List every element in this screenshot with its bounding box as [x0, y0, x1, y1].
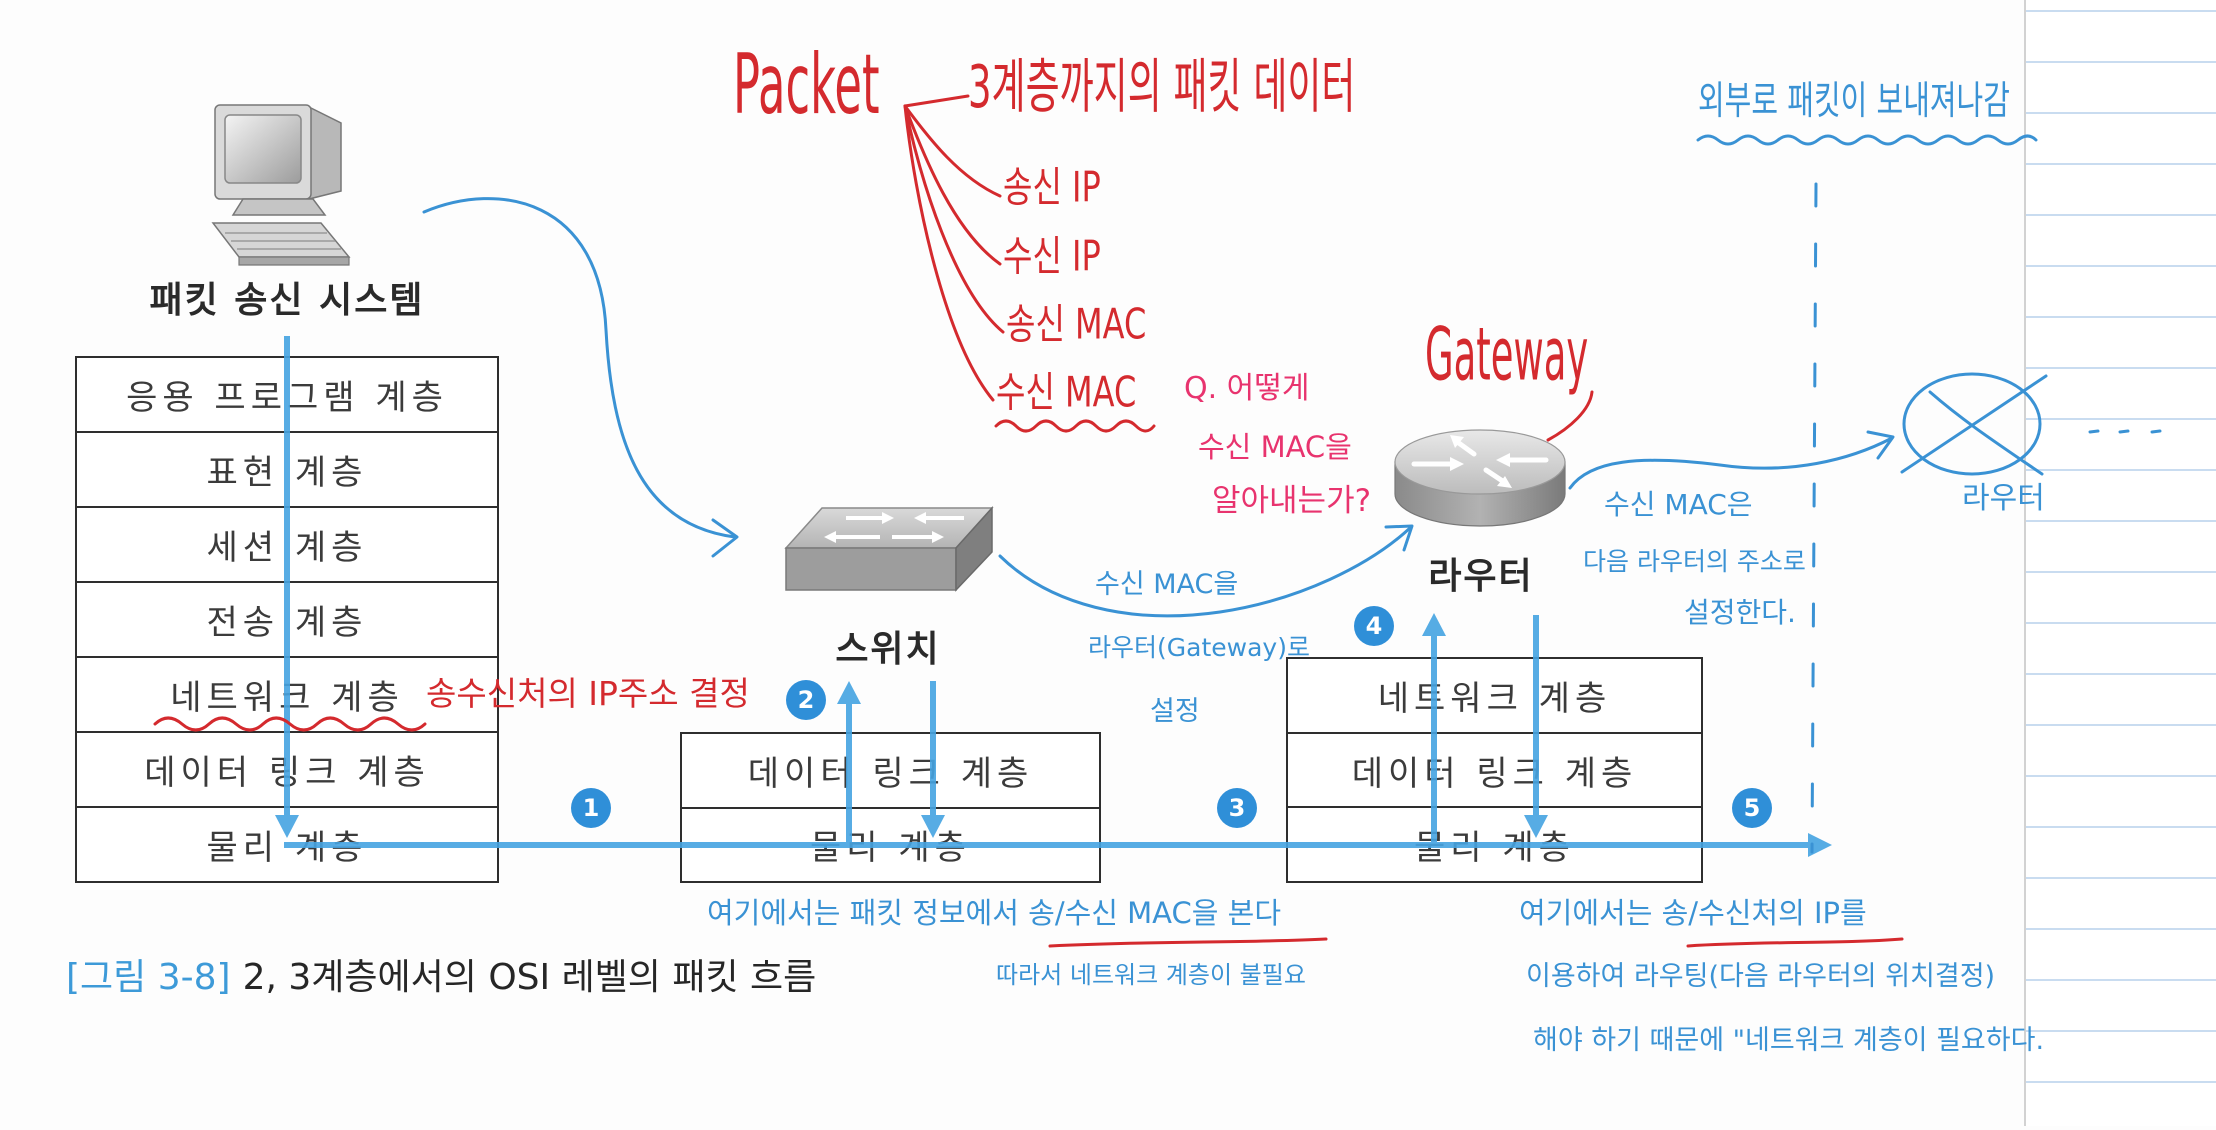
router-to-next-arrowhead: [1866, 430, 1895, 460]
sender-layer-stack: 응용 프로그램 계층 표현 계층 세션 계층 전송 계층 네트워크 계층 데이터…: [75, 356, 499, 883]
switch-to-router-note-line: 설정: [1150, 696, 1200, 727]
packet-field-dest-ip: 수신 IP: [1003, 231, 1101, 281]
notebook-ruled-lines: [2026, 10, 2216, 1083]
switch-up-arrowhead: [837, 681, 861, 704]
layer-physical: 물리 계층: [206, 828, 368, 868]
question-note-line: 수신 MAC을: [1198, 430, 1352, 464]
packet-field-connector: [903, 104, 1002, 266]
gateway-note: Gateway: [1425, 313, 1589, 398]
layer-network: 네트워크 계층: [1288, 659, 1701, 734]
layer-data-link: 데이터 링크 계층: [1288, 734, 1701, 809]
packet-note-description: 3계층까지의 패킷 데이터: [968, 52, 1356, 122]
layer-session: 세션 계층: [77, 508, 497, 583]
switch-note-line: 따라서 네트워크 계층이 불필요: [996, 961, 1306, 989]
computer-icon: [211, 104, 351, 266]
router-layer-stack: 네트워크 계층 데이터 링크 계층 물리 계층: [1286, 657, 1703, 883]
outbound-note: 외부로 패킷이 보내져나감: [1698, 77, 2010, 124]
layer-physical: 물리 계층: [810, 828, 971, 869]
next-router-circle: [1902, 372, 2042, 476]
step-badge-2: 2: [786, 680, 826, 720]
packet-field-source-ip: 송신 IP: [1003, 162, 1101, 212]
step-badge-4: 4: [1354, 606, 1394, 646]
router-next-hop-note-line: 다음 라우터의 주소로: [1583, 547, 1806, 576]
sender-to-switch-arrowhead: [711, 518, 739, 558]
step-badge-1: 1: [571, 788, 611, 828]
physical-link-arrowhead: [1808, 833, 1832, 857]
question-note-line: 알아내는가?: [1212, 483, 1372, 519]
router-icon: [1394, 429, 1566, 527]
layer-data-link: 데이터 링크 계층: [77, 733, 497, 808]
packet-field-connector: [903, 104, 995, 402]
question-note-line: Q. 어떻게: [1184, 371, 1310, 406]
router-to-next-curve: [1568, 436, 1894, 490]
switch-to-router-note-line: 수신 MAC을: [1095, 569, 1239, 600]
switch-icon: [784, 506, 994, 592]
layer-transport: 전송 계층: [77, 583, 497, 658]
step-badge-5: 5: [1732, 788, 1772, 828]
router-label: 라우터: [1428, 556, 1534, 597]
outbound-wavy-underline: [1696, 134, 2038, 146]
router-note-line: 여기에서는 송/수신처의 IP를: [1519, 896, 1867, 930]
router-next-hop-note-line: 수신 MAC은: [1604, 488, 1753, 521]
figure-caption-text: 2, 3계층에서의 OSI 레벨의 패킷 흐름: [242, 957, 817, 998]
switch-to-router-note-line: 라우터(Gateway)로: [1088, 633, 1310, 662]
router-up-arrowhead: [1422, 613, 1446, 636]
router-note-line: 이용하여 라우팅(다음 라우터의 위치결정): [1526, 961, 1996, 992]
packet-field-dest-mac: 수신 MAC: [996, 367, 1137, 417]
layer-presentation: 표현 계층: [77, 433, 497, 508]
switch-layer-stack: 데이터 링크 계층 물리 계층: [680, 732, 1101, 883]
notebook-strip: [2024, 0, 2216, 1126]
figure-caption: [그림 3-8] 2, 3계층에서의 OSI 레벨의 패킷 흐름: [66, 956, 816, 1000]
layer-application: 응용 프로그램 계층: [77, 358, 497, 433]
mac-underline: [1048, 937, 1328, 948]
network-layer-note: 송수신처의 IP주소 결정: [426, 674, 750, 713]
packet-field-connector: [903, 104, 1005, 334]
ip-underline: [1686, 937, 1904, 948]
receiver-mac-wavy-underline: [994, 419, 1156, 433]
switch-note-line: 여기에서는 패킷 정보에서 송/수신 MAC을 본다: [707, 896, 1282, 930]
router-note-line: 해야 하기 때문에 "네트워크 계층이 필요하다.: [1533, 1025, 2045, 1056]
layer-data-link: 데이터 링크 계층: [682, 734, 1099, 809]
step-badge-3: 3: [1217, 788, 1257, 828]
packet-field-source-mac: 송신 MAC: [1006, 299, 1147, 349]
router-next-hop-note-line: 설정한다.: [1684, 596, 1796, 629]
figure-caption-ref: [그림 3-8]: [66, 957, 231, 998]
switch-label: 스위치: [835, 629, 941, 670]
network-boundary-dashed-line: [1810, 182, 1818, 854]
sender-label: 패킷 송신 시스템: [149, 280, 425, 321]
packet-note-title: Packet: [733, 37, 880, 134]
next-router-label: 라우터: [1962, 481, 2045, 516]
layer-physical: 물리 계층: [1414, 828, 1575, 869]
packet-desc-connector: [903, 94, 970, 108]
